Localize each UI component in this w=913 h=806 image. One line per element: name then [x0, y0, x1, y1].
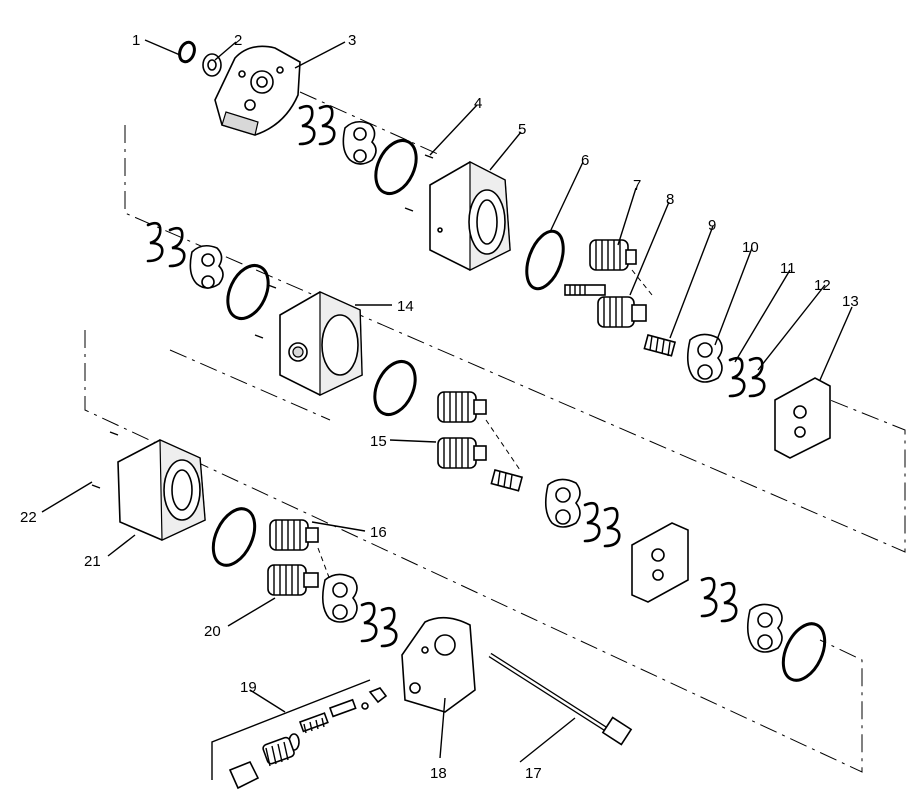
gear-15-upper — [437, 391, 487, 423]
callout-12: 12 — [814, 277, 831, 294]
relief-valve-19 — [228, 687, 388, 790]
gear-housing-front — [429, 161, 511, 271]
o-ring-6 — [525, 229, 565, 291]
front-cover-part — [214, 45, 301, 136]
wire-seal-clip-upper — [298, 104, 336, 146]
callout-14: 14 — [397, 298, 414, 315]
callout-13: 13 — [842, 293, 859, 310]
callout-4: 4 — [474, 95, 482, 112]
o-ring-upper — [374, 139, 418, 195]
wire-seal-clip-mid-2 — [583, 501, 621, 548]
callout-18: 18 — [430, 765, 447, 782]
callout-19: 19 — [240, 679, 257, 696]
wire-seal-clip-lower — [360, 601, 398, 648]
callout-20: 20 — [204, 623, 221, 640]
drive-shaft-gear-8 — [564, 284, 647, 328]
o-ring-lower — [211, 507, 257, 567]
dowel-pins-mid — [254, 284, 277, 339]
callout-6: 6 — [581, 152, 589, 169]
snap-ring-part — [178, 40, 196, 64]
through-bolt-17 — [488, 652, 633, 746]
wire-seal-clip-mid — [146, 221, 186, 268]
o-ring-mid — [226, 264, 270, 320]
callout-8: 8 — [666, 191, 674, 208]
gear-housing-21 — [117, 439, 206, 541]
callout-16: 16 — [370, 524, 387, 541]
wire-seal-11-12 — [728, 356, 766, 398]
callout-7: 7 — [633, 177, 641, 194]
gear-20 — [267, 564, 319, 596]
thrust-plate-right — [746, 603, 783, 653]
callout-21: 21 — [84, 553, 101, 570]
thrust-plate-upper — [342, 120, 377, 165]
callout-leaders — [41, 39, 853, 763]
callout-3: 3 — [348, 32, 356, 49]
rear-cover-18 — [401, 616, 476, 713]
gear-16 — [269, 519, 319, 551]
cover-plate-13 — [774, 377, 831, 459]
drive-gear-7 — [589, 239, 637, 271]
callout-5: 5 — [518, 121, 526, 138]
dowel-pins-lower — [91, 431, 119, 489]
o-ring-mid-2 — [373, 360, 417, 416]
callout-22: 22 — [20, 509, 37, 526]
cover-plate-mid — [631, 522, 689, 603]
callout-9: 9 — [708, 217, 716, 234]
callout-labels: 1 2 3 4 5 6 7 8 9 10 11 12 13 14 15 16 1… — [20, 32, 859, 782]
key-9 — [643, 334, 677, 357]
hidden-lines — [317, 269, 653, 581]
o-ring-right — [781, 622, 827, 682]
dowel-pins-upper — [404, 154, 434, 212]
callout-10: 10 — [742, 239, 759, 256]
relief-valve-bracket — [211, 679, 371, 780]
thrust-plate-mid-2 — [544, 478, 581, 528]
callout-11: 11 — [780, 260, 796, 277]
thrust-plate-mid — [189, 244, 224, 289]
thrust-plate-10 — [686, 333, 723, 383]
callout-17: 17 — [525, 765, 542, 782]
callout-1: 1 — [132, 32, 140, 49]
wire-seal-clip-right — [700, 576, 738, 623]
callout-15: 15 — [370, 433, 387, 450]
gear-housing-14 — [279, 291, 363, 396]
callout-2: 2 — [234, 32, 242, 49]
gear-15-lower — [437, 437, 487, 469]
thrust-plate-lower — [321, 573, 358, 623]
key-mid — [490, 469, 524, 492]
